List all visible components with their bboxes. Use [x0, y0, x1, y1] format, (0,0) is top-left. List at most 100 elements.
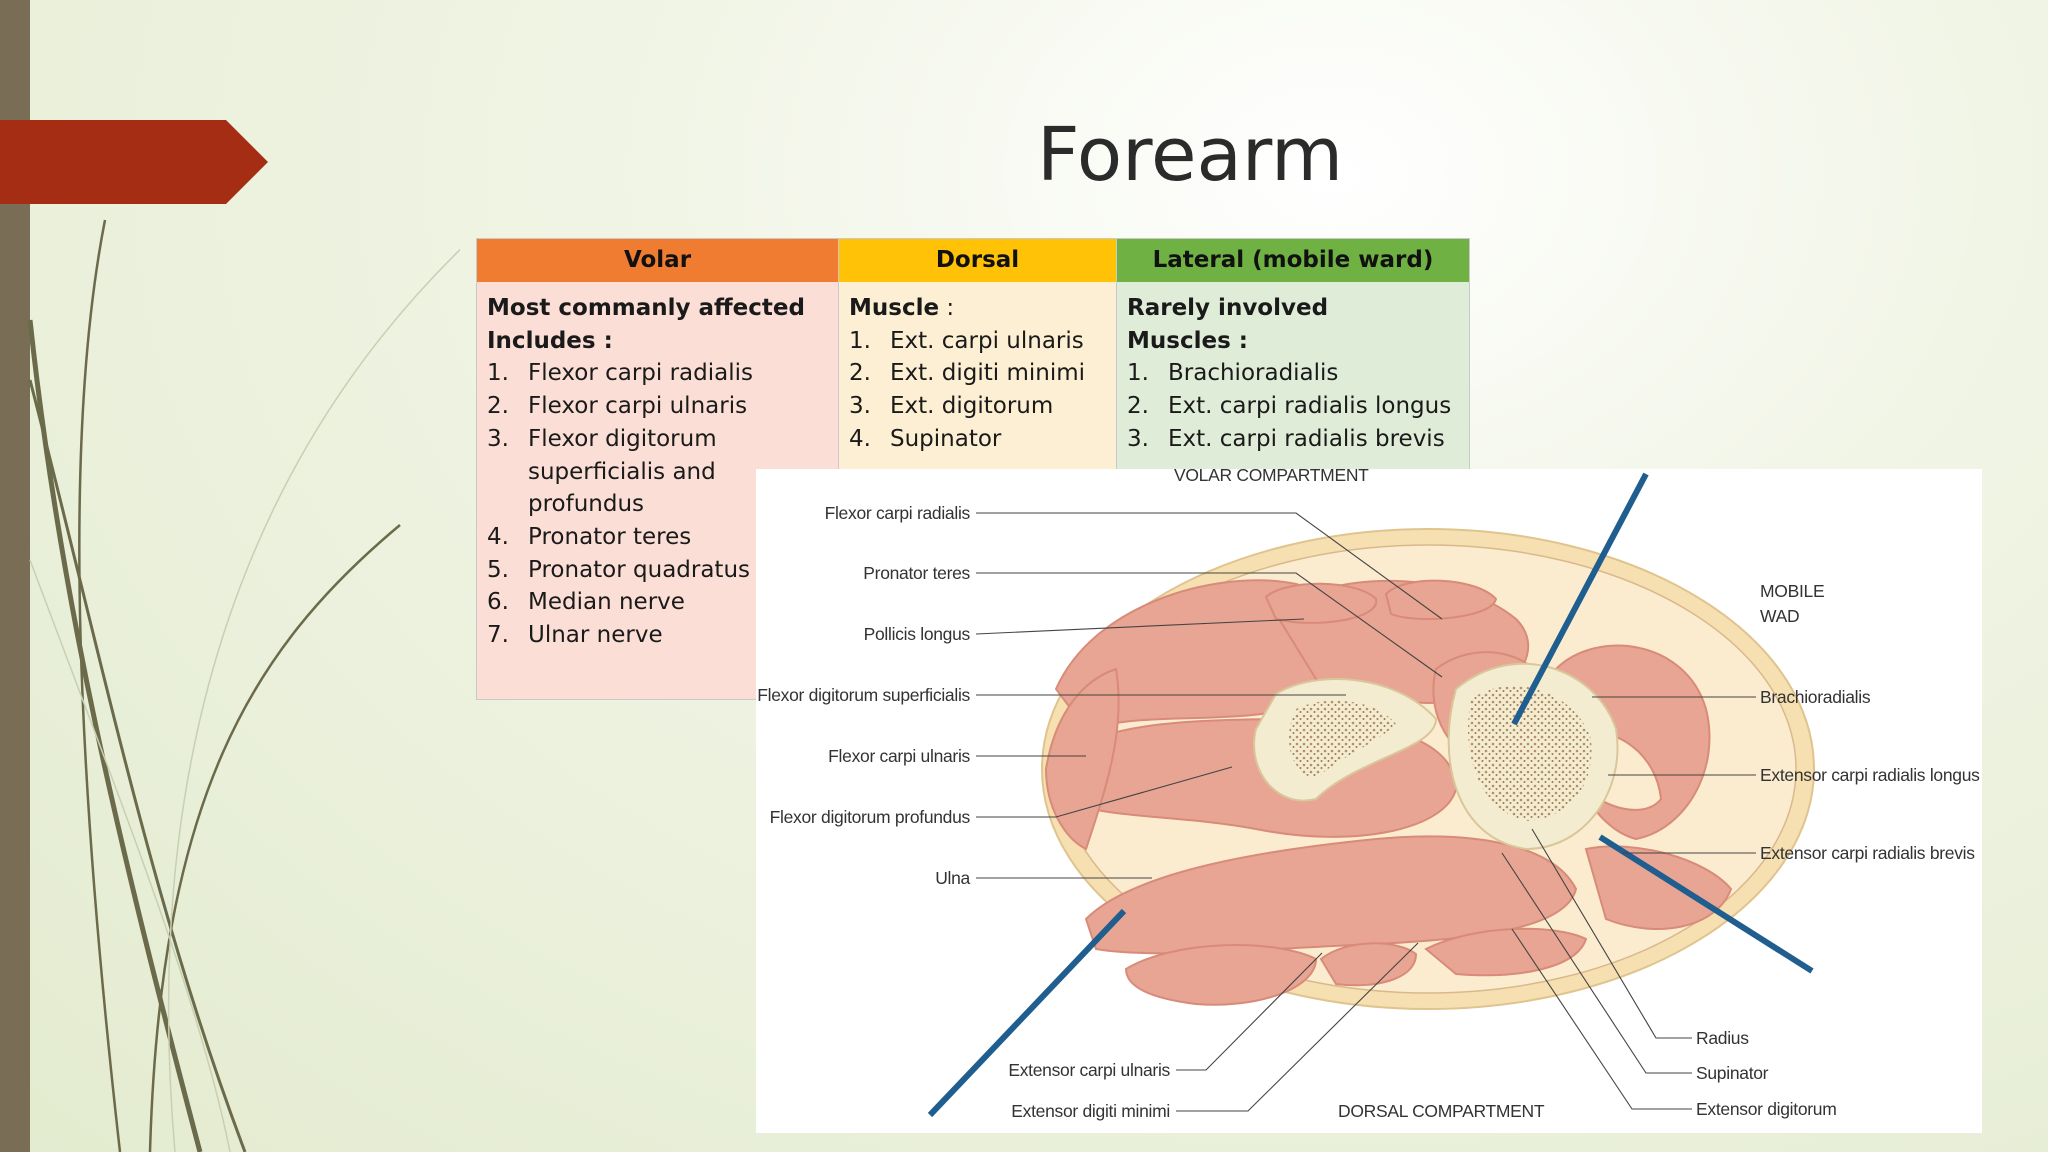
- list-text: Brachioradialis: [1168, 360, 1339, 387]
- list-item: 4. Supinator: [849, 423, 1106, 456]
- list-text: Ext. carpi ulnaris: [890, 327, 1084, 354]
- list-text: Pronator quadratus: [528, 556, 751, 583]
- label-ulna: Ulna: [935, 868, 970, 888]
- septum-line: [1598, 834, 1814, 974]
- leader-line: [976, 572, 1443, 678]
- decorative-swoosh: [27, 219, 460, 1152]
- list-text: Ext. carpi radialis brevis: [1168, 425, 1445, 452]
- leader-line: [975, 618, 1305, 635]
- lateral-header: Lateral (mobile ward): [1117, 239, 1469, 282]
- label-pronator-teres: Pronator teres: [863, 563, 970, 583]
- list-number: 2.: [1127, 393, 1149, 420]
- label-ext-carpi-radialis-brevis: Extensor carpi radialis brevis: [1760, 843, 1975, 863]
- list-item: 5. Pronator quadratus: [487, 554, 828, 587]
- list-number: 3.: [849, 393, 871, 420]
- list-item: 1. Flexor carpi radialis: [487, 357, 828, 390]
- list-number: 6.: [487, 589, 509, 616]
- leader-line: [976, 766, 1233, 818]
- ulna-marrow: [1288, 700, 1396, 779]
- list-text: Ext. carpi radialis longus: [1168, 393, 1452, 420]
- list-item: 3. Ext. carpi radialis brevis: [1127, 423, 1459, 456]
- list-text: Flexor digitorum superficialis and profu…: [528, 425, 717, 518]
- cross-section-svg: VOLAR COMPARTMENT MOBILE WAD Flexor carp…: [757, 469, 1980, 1121]
- list-item: 1. Ext. carpi ulnaris: [849, 325, 1106, 358]
- list-text: Flexor carpi ulnaris: [528, 393, 748, 420]
- septum-line: [927, 908, 1127, 1118]
- mobile-wad-label-line1: MOBILE: [1760, 581, 1824, 601]
- dorsal-compartment-label: DORSAL COMPARTMENT: [1338, 1101, 1545, 1121]
- list-number: 2.: [487, 393, 509, 420]
- muscle-shape: [1264, 582, 1378, 624]
- list-number: 1.: [487, 360, 509, 387]
- label-pollicis-longus: Pollicis longus: [864, 624, 971, 644]
- leader-line: [1531, 828, 1692, 1039]
- list-item: 1. Brachioradialis: [1127, 357, 1459, 390]
- leader-line: [1176, 952, 1323, 1071]
- list-number: 4.: [487, 523, 509, 550]
- label-flexor-carpi-ulnaris: Flexor carpi ulnaris: [828, 746, 970, 766]
- muscle-shape: [1384, 579, 1498, 620]
- radius-marrow: [1468, 685, 1592, 821]
- label-flexor-carpi-radialis: Flexor carpi radialis: [825, 503, 971, 523]
- leader-line: [1501, 852, 1692, 1074]
- muscle-shape: [1319, 942, 1418, 987]
- label-extensor-digiti-minimi: Extensor digiti minimi: [1011, 1101, 1170, 1121]
- leader-line: [976, 512, 1443, 620]
- list-item: 6. Median nerve: [487, 586, 828, 619]
- muscle-shape: [1584, 845, 1733, 930]
- list-text: Ext. digitorum: [890, 393, 1054, 420]
- list-item: 2. Ext. digiti minimi: [849, 357, 1106, 390]
- list-item: 2. Flexor carpi ulnaris: [487, 390, 828, 423]
- forearm-cross-section-diagram: VOLAR COMPARTMENT MOBILE WAD Flexor carp…: [756, 469, 1982, 1133]
- leader-line: [1511, 928, 1692, 1110]
- label-flexor-digitorum-superficialis: Flexor digitorum superficialis: [757, 685, 970, 705]
- list-text: Pronator teres: [528, 523, 692, 550]
- muscle-shape: [1124, 944, 1318, 1006]
- list-number: 3.: [1127, 425, 1149, 452]
- list-number: 4.: [849, 425, 871, 452]
- dorsal-body: Muscle : 1. Ext. carpi ulnaris 2. Ext. dig…: [839, 282, 1116, 456]
- list-item: 4. Pronator teres: [487, 521, 828, 554]
- volar-list: 1. Flexor carpi radialis 2. Flexor carpi u…: [487, 357, 828, 651]
- dorsal-list: 1. Ext. carpi ulnaris 2. Ext. digiti minim…: [849, 325, 1106, 456]
- volar-header: Volar: [477, 239, 838, 282]
- leader-line: [1176, 942, 1419, 1112]
- label-ext-carpi-radialis-longus: Extensor carpi radialis longus: [1760, 765, 1980, 785]
- list-item: 7. Ulnar nerve: [487, 619, 828, 652]
- lateral-body: Rarely involved Muscles : 1. Brachioradia…: [1117, 282, 1469, 456]
- list-number: 1.: [1127, 360, 1149, 387]
- septum-line: [1511, 472, 1649, 726]
- dorsal-lead: Muscle: [849, 295, 940, 321]
- list-number: 2.: [849, 360, 871, 387]
- list-text: Flexor carpi radialis: [528, 360, 754, 387]
- dorsal-header: Dorsal: [839, 239, 1116, 282]
- label-flexor-digitorum-profundus: Flexor digitorum profundus: [770, 807, 971, 827]
- list-text: Ulnar nerve: [528, 622, 663, 649]
- lateral-list: 1. Brachioradialis 2. Ext. carpi radialis …: [1127, 357, 1459, 455]
- slide-title: Forearm: [1036, 112, 1344, 198]
- lateral-sublead: Muscles :: [1127, 327, 1248, 354]
- list-number: 1.: [849, 327, 871, 354]
- list-number: 5.: [487, 556, 509, 583]
- list-text: Median nerve: [528, 589, 685, 616]
- list-number: 7.: [487, 622, 509, 649]
- dorsal-lead-suffix: :: [939, 295, 955, 321]
- label-radius: Radius: [1696, 1028, 1749, 1048]
- label-brachioradialis: Brachioradialis: [1760, 687, 1871, 707]
- mobile-wad-label-line2: WAD: [1760, 606, 1799, 626]
- list-text: Supinator: [890, 425, 1002, 452]
- lateral-lead: Rarely involved: [1127, 295, 1329, 321]
- list-text: Ext. digiti minimi: [890, 360, 1086, 387]
- volar-compartment-label: VOLAR COMPARTMENT: [1174, 469, 1369, 485]
- volar-lead: Most commanly affected: [487, 295, 805, 321]
- volar-sublead: Includes :: [487, 327, 613, 354]
- red-tab-marker: [0, 120, 268, 204]
- list-number: 3.: [487, 425, 509, 452]
- list-item: 3. Ext. digitorum: [849, 390, 1106, 423]
- list-item: 2. Ext. carpi radialis longus: [1127, 390, 1459, 423]
- label-extensor-carpi-ulnaris: Extensor carpi ulnaris: [1008, 1060, 1170, 1080]
- label-supinator: Supinator: [1696, 1063, 1769, 1083]
- muscle-shape: [1424, 927, 1588, 977]
- list-item: 3. Flexor digitorum superficialis and pro…: [487, 423, 828, 521]
- dorsal-lead-line: Muscle :: [849, 292, 1106, 325]
